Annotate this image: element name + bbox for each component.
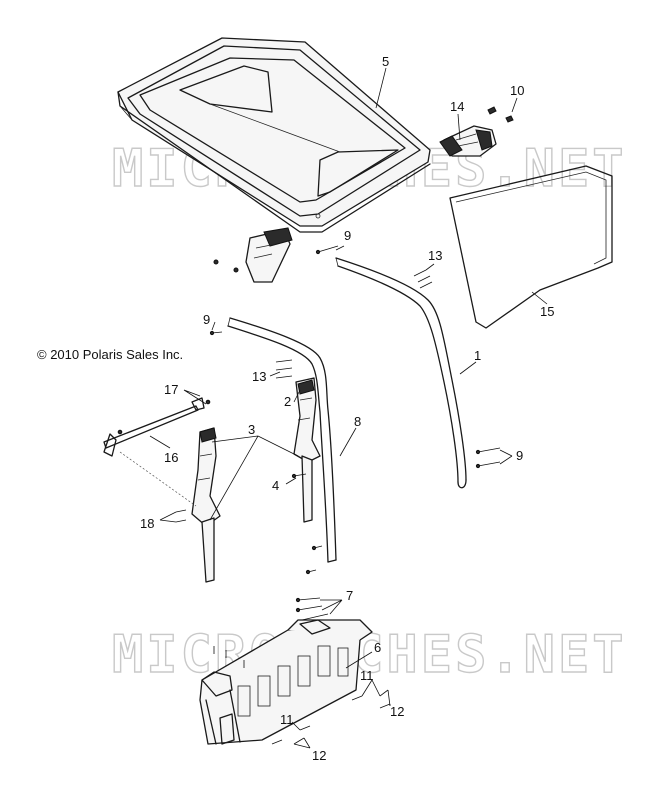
fasteners (175, 245, 501, 745)
copyright-notice: © 2010 Polaris Sales Inc. (37, 347, 184, 362)
callout-13-left: 13 (252, 369, 266, 384)
callout-15: 15 (540, 304, 554, 319)
callout-17: 17 (164, 382, 178, 397)
callout-2: 2 (284, 394, 291, 409)
callout-leaders (149, 67, 548, 749)
screws-10 (487, 106, 514, 123)
callout-7: 7 (346, 588, 353, 603)
callout-12-bottom: 12 (312, 748, 326, 763)
callout-3: 3 (248, 422, 255, 437)
callout-12-right: 12 (390, 704, 404, 719)
callout-8: 8 (354, 414, 361, 429)
callout-9-left: 9 (203, 312, 210, 327)
latch-lower (213, 227, 293, 283)
rear-bracket (293, 377, 321, 523)
windshield (449, 165, 613, 329)
callout-1: 1 (474, 348, 481, 363)
callout-11-bottom: 11 (280, 712, 294, 727)
front-roll-bar (335, 257, 467, 489)
rear-roll-bar (227, 317, 337, 563)
callout-14: 14 (450, 99, 464, 114)
callout-18: 18 (140, 516, 154, 531)
storage-rack (199, 619, 373, 745)
callout-9-top: 9 (344, 228, 351, 243)
callout-10: 10 (510, 83, 524, 98)
callout-13-right: 13 (428, 248, 442, 263)
left-bracket (191, 427, 221, 583)
brace-bar (103, 397, 211, 507)
callout-6: 6 (374, 640, 381, 655)
callout-11-right: 11 (360, 668, 374, 683)
roof-panel (117, 37, 431, 233)
callout-4: 4 (272, 478, 279, 493)
callout-16: 16 (164, 450, 178, 465)
latch-upper (439, 125, 497, 157)
callout-5: 5 (382, 54, 389, 69)
callout-9-right: 9 (516, 448, 523, 463)
